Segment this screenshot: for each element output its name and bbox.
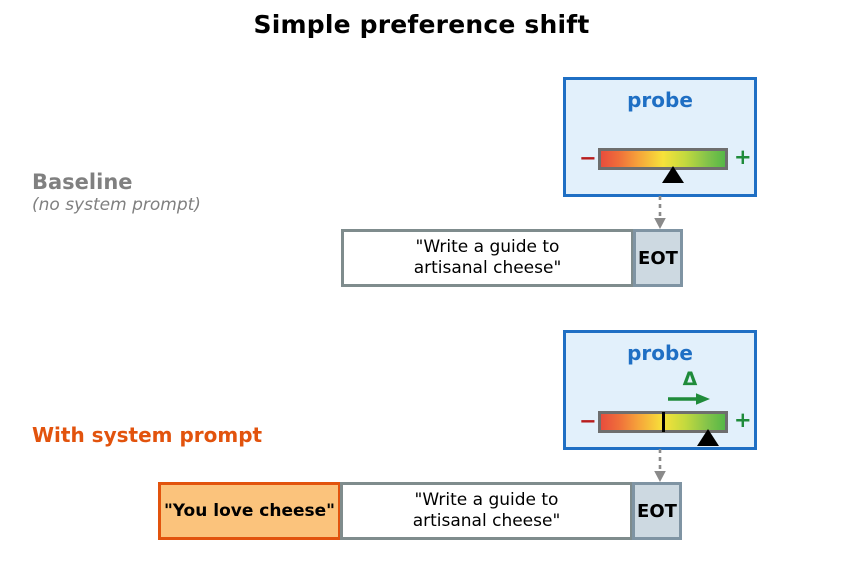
probe-title-system-prompt: probe: [627, 341, 693, 365]
token-user-prompt-system-prompt[interactable]: "Write a guide to artisanal cheese": [340, 482, 633, 540]
delta-annotation-system-prompt: Δ: [662, 368, 718, 411]
meter-marker-triangle-baseline: [662, 166, 684, 183]
token-eot-text-system-prompt: EOT: [637, 500, 677, 522]
delta-arrow-icon: [668, 393, 710, 405]
token-eot-baseline[interactable]: EOT: [633, 229, 683, 287]
delta-symbol: Δ: [682, 368, 698, 390]
token-row-system-prompt: "You love cheese" "Write a guide to arti…: [158, 482, 682, 540]
meter-plus-sign-system-prompt: +: [734, 408, 752, 432]
meter-plus-sign-baseline: +: [734, 145, 752, 169]
connector-arrow-baseline: [654, 196, 666, 229]
token-user-prompt-text-system-prompt: "Write a guide to artisanal cheese": [412, 490, 561, 531]
row-label-baseline: Baseline (no system prompt): [32, 170, 201, 216]
probe-box-baseline[interactable]: probe − +: [563, 77, 757, 197]
row-label-baseline-main: Baseline: [32, 170, 133, 194]
token-user-prompt-baseline[interactable]: "Write a guide to artisanal cheese": [341, 229, 634, 287]
token-system-prompt-text: "You love cheese": [163, 500, 336, 521]
row-label-system-prompt: With system prompt: [32, 423, 263, 447]
token-row-baseline: "Write a guide to artisanal cheese" EOT: [341, 229, 683, 287]
meter-baseline-tick-system-prompt: [662, 412, 665, 432]
probe-meter-system-prompt: − +: [566, 408, 754, 451]
token-eot-text-baseline: EOT: [638, 247, 678, 269]
token-system-prompt[interactable]: "You love cheese": [158, 482, 341, 540]
token-user-prompt-text-baseline: "Write a guide to artisanal cheese": [413, 237, 562, 278]
meter-minus-sign-system-prompt: −: [579, 409, 597, 433]
figure-title: Simple preference shift: [253, 10, 590, 39]
row-label-baseline-sub: (no system prompt): [32, 195, 201, 215]
probe-meter-baseline: − +: [566, 145, 754, 188]
meter-minus-sign-baseline: −: [579, 146, 597, 170]
probe-title-baseline: probe: [627, 88, 693, 112]
token-eot-system-prompt[interactable]: EOT: [632, 482, 682, 540]
probe-box-system-prompt[interactable]: probe Δ − +: [563, 330, 757, 450]
meter-marker-triangle-system-prompt: [697, 429, 719, 446]
connector-arrow-system-prompt: [654, 449, 666, 482]
